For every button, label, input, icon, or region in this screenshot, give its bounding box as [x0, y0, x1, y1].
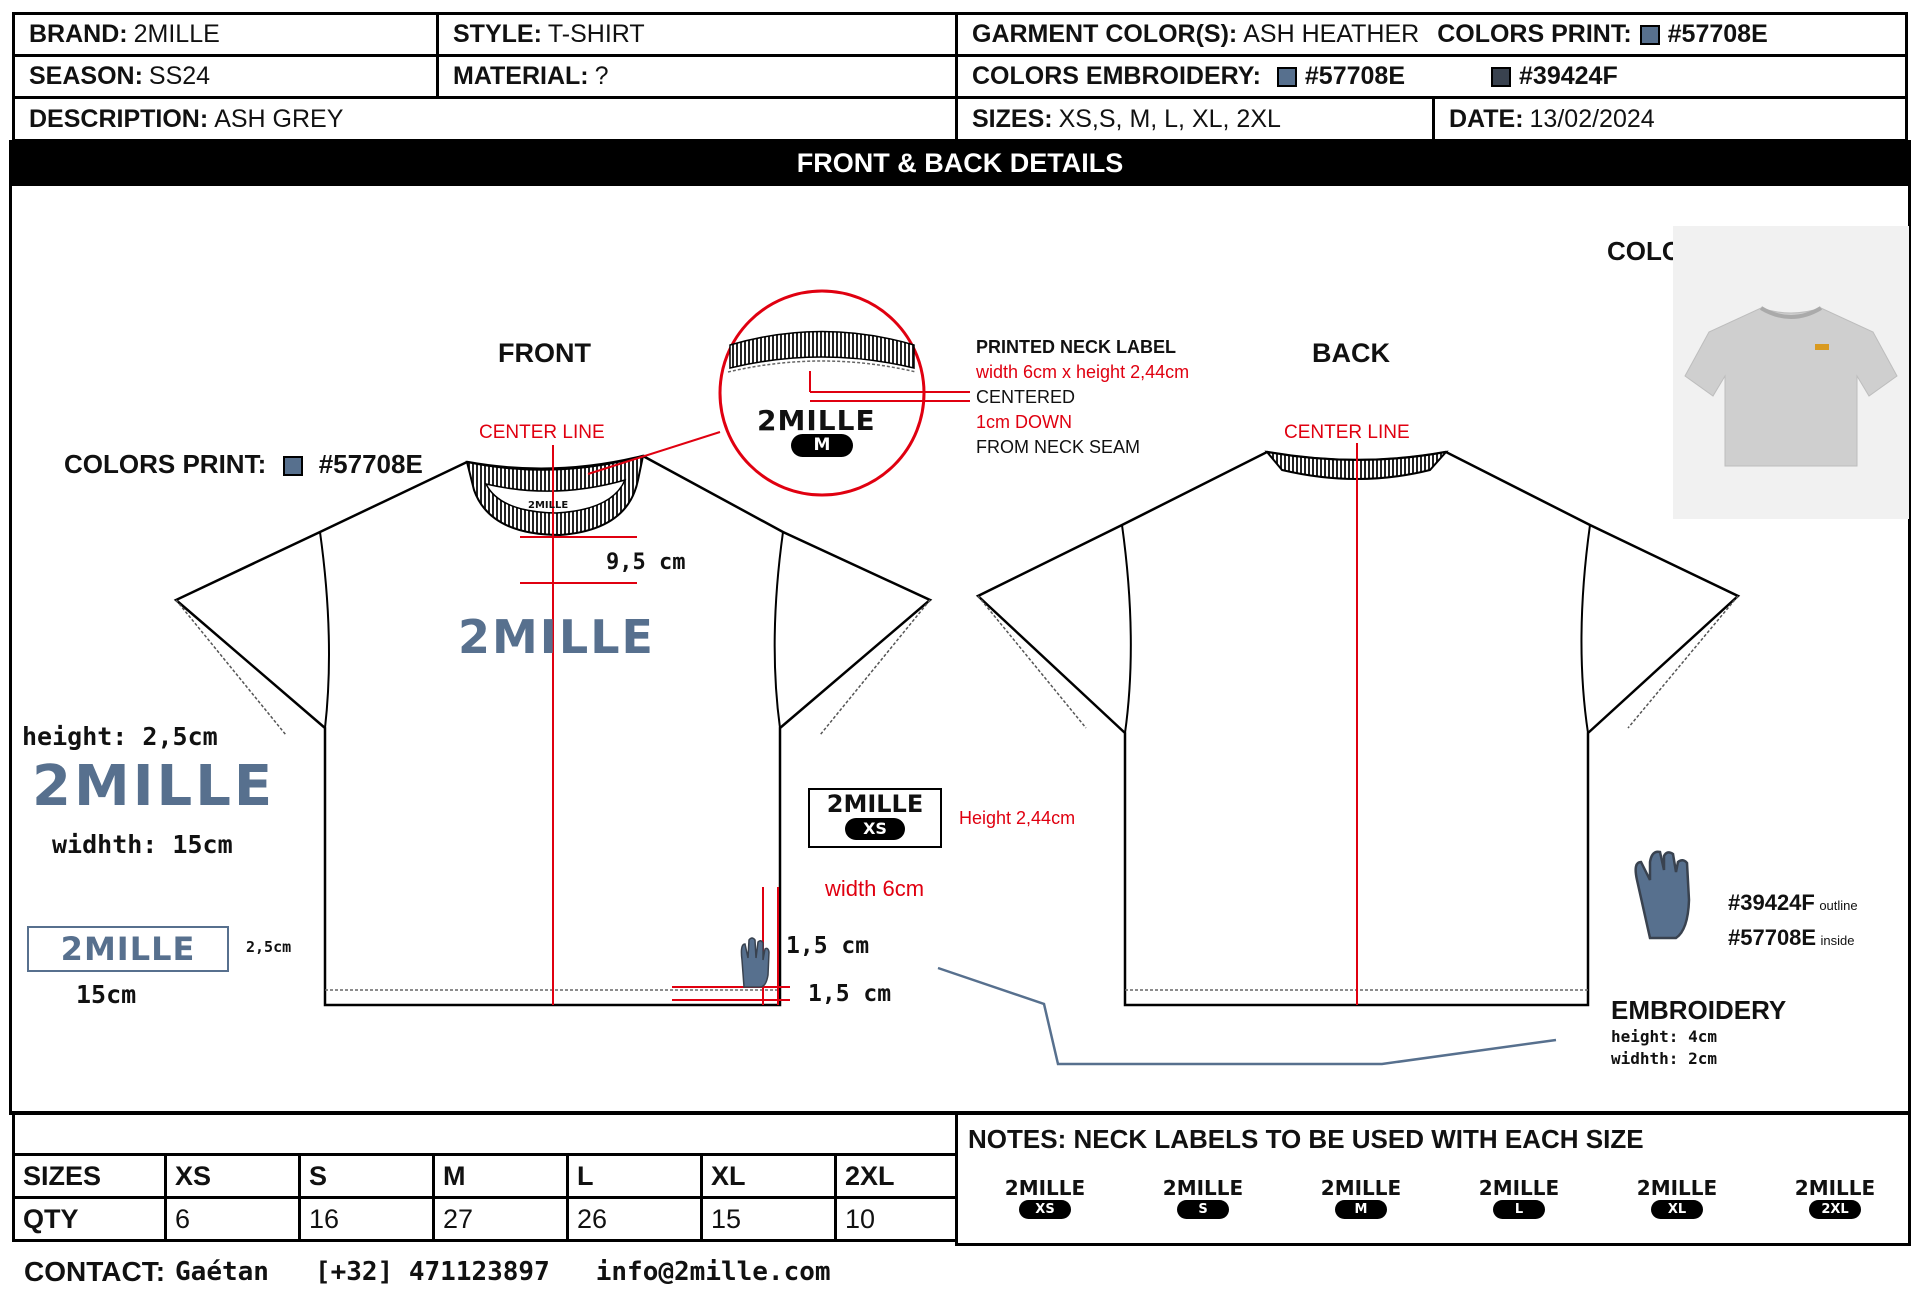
print-color-value: #57708E [1667, 20, 1768, 48]
ash-heather-photo [1673, 226, 1909, 519]
embroidery-inside-color: #57708E inside [1728, 925, 1855, 950]
print-color-swatch [1639, 24, 1660, 45]
section-title-bar: FRONT & BACK DETAILS [12, 140, 1908, 186]
small-print-box: 2MILLE [27, 926, 229, 972]
contact-phone[interactable]: [+32] 471123897 [314, 1257, 550, 1287]
size-cell: M [432, 1153, 569, 1199]
front-embroidery-icon [740, 937, 770, 988]
style-value: T-SHIRT [547, 20, 645, 48]
embroidery-connector-line [937, 966, 1557, 1066]
front-colors-print: COLORS PRINT: #57708E [64, 449, 423, 479]
sizes-header: SIZES [12, 1153, 167, 1199]
notes-labels: 2MILLE XS 2MILLE S 2MILLE M 2MILLE L 2MI… [990, 1176, 1890, 1219]
neck-label-callout-lines [809, 371, 970, 402]
front-title: FRONT [498, 338, 591, 368]
embroidery-bottom-dimension: 1,5 cm [808, 981, 892, 1007]
neck-label-spec-box: 2MILLE XS [808, 788, 942, 848]
qty-header: QTY [12, 1196, 167, 1242]
contact-name: Gaétan [175, 1257, 269, 1287]
embroidery-width: widhth: 2cm [1611, 1049, 1717, 1068]
back-title: BACK [1312, 338, 1390, 368]
size-cell: L [566, 1153, 703, 1199]
front-collar-logo: 2MILLE [528, 500, 569, 511]
garment-color-value: ASH HEATHER [1243, 20, 1420, 48]
size-label: 2MILLE 2XL [1794, 1176, 1876, 1219]
contact-label: CONTACT: [24, 1256, 166, 1287]
front-center-line-label: CENTER LINE [479, 422, 605, 443]
season-value: SS24 [148, 62, 211, 90]
qty-cell: 10 [834, 1196, 958, 1242]
size-label: 2MILLE M [1320, 1176, 1402, 1219]
neck-label-spec-logo: 2MILLE [826, 790, 924, 818]
material-value: ? [594, 62, 609, 90]
neck-label-title: PRINTED NECK LABEL [976, 337, 1177, 357]
size-label: 2MILLE XL [1636, 1176, 1718, 1219]
embroidery-height: height: 4cm [1611, 1027, 1717, 1046]
embroidery-outline-color: #39424F outline [1728, 890, 1858, 915]
size-label: 2MILLE XS [1004, 1176, 1086, 1219]
size-label: 2MILLE L [1478, 1176, 1560, 1219]
embroidery-title: EMBROIDERY [1611, 995, 1787, 1025]
front-print-swatch [283, 456, 304, 477]
small-print-height: 2,5cm [246, 938, 292, 956]
embroidery-swatch-2 [1491, 66, 1512, 87]
qty-cell: 16 [298, 1196, 435, 1242]
qty-cell: 6 [164, 1196, 301, 1242]
description-value: ASH GREY [214, 104, 344, 133]
notes-title: NOTES: NECK LABELS TO BE USED WITH EACH … [968, 1124, 1644, 1154]
notes-panel: NOTES: NECK LABELS TO BE USED WITH EACH … [955, 1111, 1911, 1246]
size-cell: XL [700, 1153, 837, 1199]
small-print-logo: 2MILLE [60, 930, 196, 968]
qty-cell: 27 [432, 1196, 569, 1242]
section-title: FRONT & BACK DETAILS [796, 147, 1124, 178]
brand-value: 2MILLE [133, 20, 220, 48]
size-cell: 2XL [834, 1153, 958, 1199]
qty-cell: 26 [566, 1196, 703, 1242]
size-label: 2MILLE S [1162, 1176, 1244, 1219]
front-print-color: #57708E [318, 449, 423, 479]
print-height-spec: height: 2,5cm [22, 722, 218, 751]
neck-label-notes: PRINTED NECK LABEL width 6cm x height 2,… [976, 335, 1189, 460]
embroidery-swatch-1 [1276, 66, 1297, 87]
neck-label-centered: CENTERED [976, 387, 1076, 407]
contact-row: CONTACT: Gaétan [+32] 471123897 info@2mi… [24, 1256, 831, 1288]
back-center-line-label: CENTER LINE [1284, 422, 1410, 443]
qty-cell: 15 [700, 1196, 837, 1242]
neck-label-size-text: width 6cm x height 2,44cm [976, 362, 1190, 382]
neck-label-width-spec: width 6cm [825, 876, 925, 901]
front-print-logo: 2MILLE [458, 610, 655, 664]
print-width-spec: widhth: 15cm [52, 830, 233, 859]
embroidery-color-1: #57708E [1304, 62, 1406, 90]
brand-cell: BRAND:2MILLE [12, 12, 439, 57]
qty-row: QTY 6 16 27 26 15 10 [12, 1196, 958, 1242]
sizes-value: XS,S, M, L, XL, 2XL [1058, 104, 1281, 133]
small-print-width: 15cm [76, 980, 137, 1009]
qty-table: SIZES XS S M L XL 2XL QTY 6 16 27 26 15 … [12, 1153, 958, 1242]
season-cell: SEASON:SS24 [12, 54, 439, 99]
contact-email[interactable]: info@2mille.com [595, 1257, 831, 1287]
zoom-neck-label-logo: 2MILLE [757, 404, 876, 437]
neck-label-down: 1cm DOWN [976, 412, 1072, 432]
neck-label-height-spec: Height 2,44cm [959, 808, 1076, 828]
size-cell: S [298, 1153, 435, 1199]
qty-blank-row [12, 1111, 958, 1156]
collar-dimension-label: 9,5 cm [606, 550, 686, 575]
neck-label-spec-size: XS [845, 818, 905, 840]
embroidery-side-dimension: 1,5 cm [786, 933, 870, 959]
neck-label-from: FROM NECK SEAM [976, 437, 1141, 457]
embroidery-color-2: #39424F [1519, 62, 1618, 90]
sizes-row: SIZES XS S M L XL 2XL [12, 1153, 958, 1199]
embroidery-hand-icon [1634, 850, 1691, 940]
print-spec-logo: 2MILLE [32, 754, 276, 819]
date-value: 13/02/2024 [1529, 104, 1655, 133]
size-cell: XS [164, 1153, 301, 1199]
zoom-neck-label-size: M [791, 434, 853, 457]
collar-dimension-lines [520, 536, 637, 584]
